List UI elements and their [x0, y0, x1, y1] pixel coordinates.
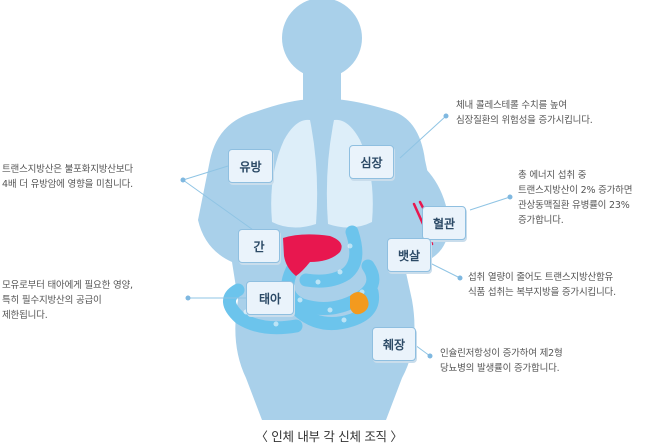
label-liver: 간: [238, 229, 280, 263]
desc-belly-fat-line-1: 섭취 열량이 줄어도 트랜스지방산함유: [468, 272, 614, 283]
desc-fetus: 모유로부터 태아에게 필요한 영양, 특히 필수지방산의 공급이 제한됩니다.: [2, 278, 133, 323]
desc-breast: 트랜스지방산은 불포화지방산보다 4배 더 유방암에 영향을 미칩니다.: [2, 162, 133, 192]
desc-fetus-line-1: 모유로부터 태아에게 필요한 영양,: [2, 280, 133, 291]
pancreas: [350, 292, 369, 315]
label-heart: 심장: [349, 145, 394, 179]
desc-pancreas-line-2: 당뇨병의 발생률이 증가합니다.: [440, 363, 560, 374]
label-belly-fat: 뱃살: [387, 238, 431, 272]
desc-vessel-line-1: 총 에너지 섭취 중: [518, 170, 587, 181]
desc-fetus-line-2: 특히 필수지방산의 공급이: [2, 295, 102, 306]
desc-vessel: 총 에너지 섭취 중 트랜스지방산이 2% 증가하면 관상동맥질환 유병률이 2…: [518, 168, 632, 228]
desc-vessel-line-4: 증가합니다.: [518, 215, 564, 226]
desc-heart-line-2: 심장질환의 위험성을 증가시킵니다.: [456, 115, 593, 126]
desc-pancreas-line-1: 인슐린저항성이 증가하여 제2형: [440, 348, 563, 359]
desc-heart-line-1: 체내 콜레스테롤 수치를 높여: [456, 100, 567, 111]
desc-pancreas: 인슐린저항성이 증가하여 제2형 당뇨병의 발생률이 증가합니다.: [440, 346, 563, 376]
figure-caption: 〈 인체 내부 각 신체 조직 〉: [255, 429, 403, 444]
desc-breast-line-2: 4배 더 유방암에 영향을 미칩니다.: [2, 179, 133, 190]
desc-breast-line-1: 트랜스지방산은 불포화지방산보다: [2, 164, 133, 175]
desc-belly-fat: 섭취 열량이 줄어도 트랜스지방산함유 식품 섭취는 복부지방을 증가시킵니다.: [468, 270, 616, 300]
label-vessel: 혈관: [422, 206, 466, 240]
desc-belly-fat-line-2: 식품 섭취는 복부지방을 증가시킵니다.: [468, 287, 616, 298]
label-pancreas: 췌장: [372, 327, 416, 361]
desc-fetus-line-3: 제한됩니다.: [2, 310, 48, 321]
label-breast: 유방: [228, 149, 273, 183]
desc-vessel-line-3: 관상동맥질환 유병률이 23%: [518, 200, 630, 211]
liver: [283, 234, 342, 276]
desc-vessel-line-2: 트랜스지방산이 2% 증가하면: [518, 185, 633, 196]
label-fetus: 태아: [246, 281, 294, 315]
desc-heart: 체내 콜레스테롤 수치를 높여 심장질환의 위험성을 증가시킵니다.: [456, 98, 593, 128]
